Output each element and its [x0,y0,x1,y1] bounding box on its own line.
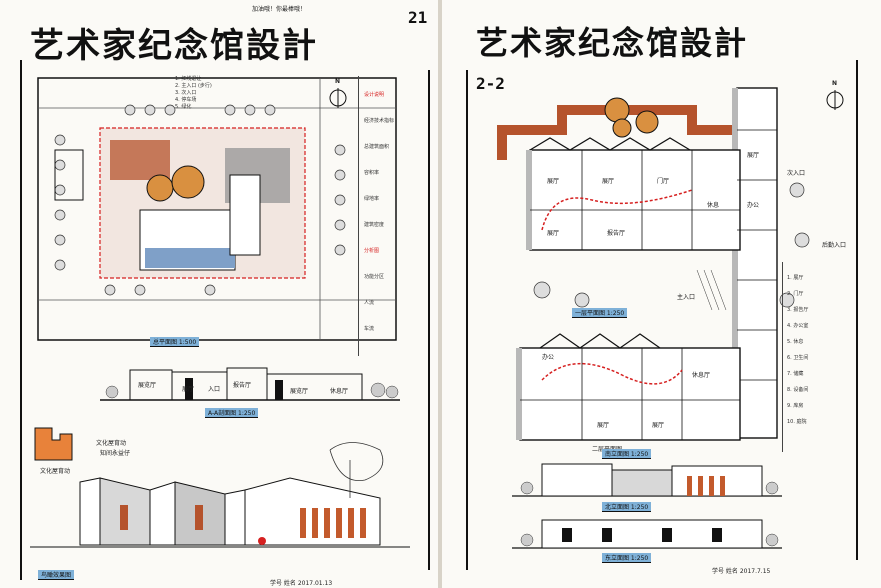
plan1-caption: 一层平面图 1:250 [572,308,628,318]
section-room: 展厅 [182,386,195,393]
callout-right-1: 文化屋育动 [96,440,127,447]
note-line: 9. 库房 [787,403,804,409]
note-line: 1. 展厅 [787,275,804,281]
right-sheet-border [466,70,468,570]
legend-item: 总建筑面积 [364,144,390,150]
legend-item: 人流 [364,300,375,306]
room-label: 展厅 [602,178,615,185]
site-note: 4. 停车场 [175,97,197,103]
left-sheet-border [428,70,430,570]
site-note: 5. 绿化 [175,104,192,110]
entry-label: 后勤入口 [822,242,847,249]
note-line: 3. 报告厅 [787,307,809,313]
right-drawing-sheet: 艺术家纪念馆設計 2-2 [442,0,881,588]
note-line: 8. 设备间 [787,387,809,393]
left-top-note: 加油哦！你最棒哦！ [252,6,307,13]
section-room: 休息厅 [330,388,349,395]
entry-label: 次入口 [787,170,806,177]
upper-floor-plan [516,333,741,441]
room-label: 办公 [542,354,555,361]
sheet-divider [438,0,442,588]
room-label: 展厅 [652,422,665,429]
room-label: 展厅 [597,422,610,429]
section-drawing [100,367,400,401]
legend-item: 分析图 [364,248,380,254]
right-sheet-border [856,60,858,560]
perspective-drawing [30,427,410,548]
legend-item: 功能分区 [364,274,385,280]
site-plan [37,77,397,341]
site-plan-caption: 总平面图 1:500 [150,337,200,347]
left-sheet-title: 艺术家纪念馆設計 [30,26,318,66]
right-footer: 学号 姓名 2017.7.15 [712,568,771,575]
plan-north-label: N [832,80,838,87]
site-note: 2. 主入口 (步行) [175,83,212,89]
note-line: 6. 卫生间 [787,355,809,361]
legend-item: 车流 [364,326,375,332]
room-label: 展厅 [547,178,560,185]
callout-right-2: 知间永益仔 [100,450,131,457]
elevation3-caption: 东立面图 1:250 [602,553,652,563]
design-notes: 1. 展厅 2. 门厅 3. 报告厅 4. 办公室 5. 休息 6. 卫生间 7… [787,270,808,430]
legend-item: 绿地率 [364,196,380,202]
site-note: 3. 次入口 [175,90,197,96]
left-sheet-border [20,60,22,580]
perspective-caption: 鸟瞰效果图 [38,570,75,580]
site-note: 1. 红线退让 [175,76,202,82]
entry-label: 主入口 [677,294,696,301]
section-caption: A-A剖面图 1:250 [205,408,259,418]
notes-column [782,262,853,452]
ground-floor-plan [497,87,844,439]
section-room: 展览厅 [290,388,309,395]
room-label: 休息 [707,202,720,209]
legend-list: 设计说明 经济技术指标 总建筑面积 容积率 绿地率 建筑密度 分析图 功能分区 … [364,82,394,342]
legend-item: 设计说明 [364,92,385,98]
section-room: 报告厅 [233,382,252,389]
room-label: 门厅 [657,178,670,185]
right-sheet-number: 2-2 [476,74,505,93]
left-footer: 学号 姓名 2017.01.13 [270,580,333,587]
legend-item: 经济技术指标 [364,118,395,124]
site-north-label: N [335,78,341,85]
room-label: 办公 [747,202,760,209]
legend-item: 建筑密度 [364,222,385,228]
elevation2-caption: 北立面图 1:250 [602,502,652,512]
analysis-column [358,76,429,356]
section-room: 展览厅 [138,382,157,389]
room-label: 展厅 [747,152,760,159]
room-label: 展厅 [547,230,560,237]
callout-left: 文化屋育动 [40,468,71,475]
left-drawing-sheet: 艺术家纪念馆設計 21 加油哦！你最棒哦！ [0,0,438,588]
note-line: 10. 庭院 [787,419,807,425]
note-line: 2. 门厅 [787,291,804,297]
elevation1-caption: 南立面图 1:250 [602,449,652,459]
room-label: 休息厅 [692,372,711,379]
elevations [512,463,782,549]
section-room: 入口 [208,386,221,393]
note-line: 5. 休息 [787,339,804,345]
room-label: 报告厅 [607,230,626,237]
site-notes: 1. 红线退让 2. 主入口 (步行) 3. 次入口 4. 停车场 5. 绿化 [175,76,212,111]
note-line: 4. 办公室 [787,323,809,329]
note-line: 7. 储藏 [787,371,804,377]
legend-item: 容积率 [364,170,380,176]
right-sheet-title: 艺术家纪念馆設計 [476,24,749,62]
left-sheet-number: 21 [408,8,428,27]
